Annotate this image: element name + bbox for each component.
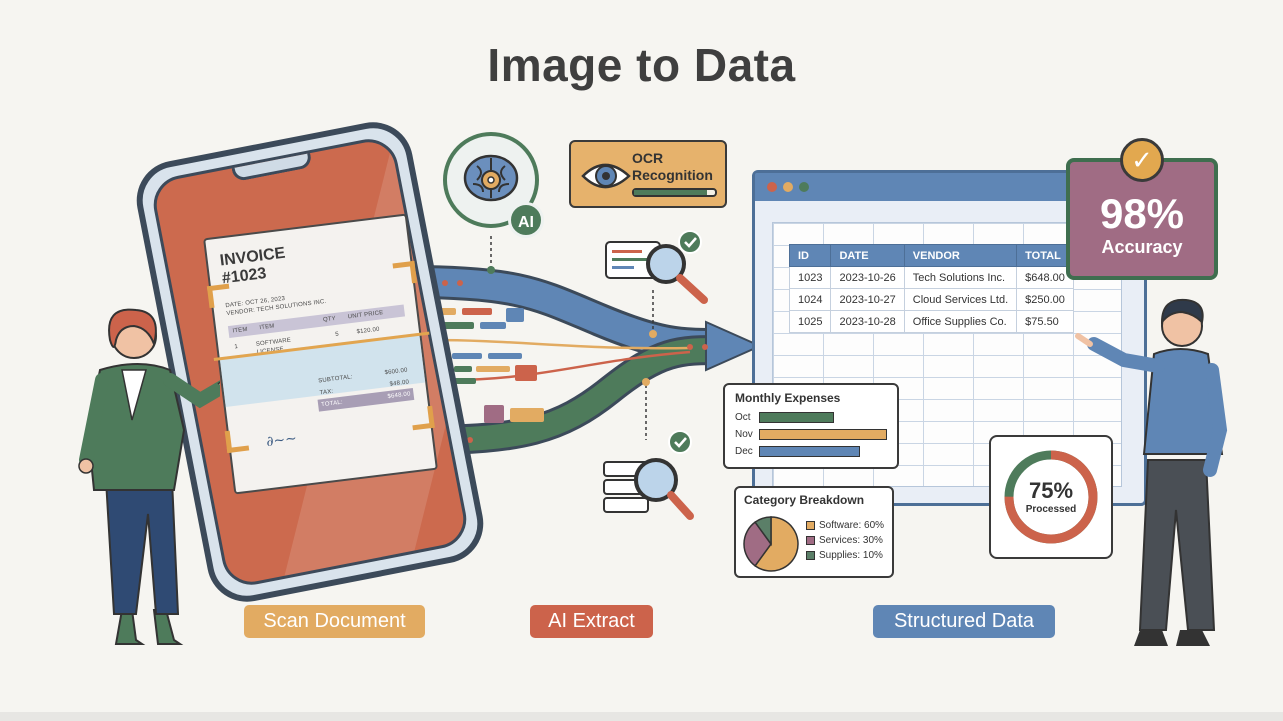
table-row[interactable]: 1024 2023-10-27 Cloud Services Ltd. $250… xyxy=(788,288,1074,311)
invoice-col: ITEM xyxy=(259,323,275,332)
table-cell[interactable]: $75.50 xyxy=(1016,310,1074,333)
table-cell[interactable]: Tech Solutions Inc. xyxy=(903,266,1018,289)
accuracy-value: 98% xyxy=(1099,190,1185,237)
signature-mark: ∂~~ xyxy=(265,430,298,451)
processed-progress-ring xyxy=(1004,450,1098,544)
tax-label: TAX: xyxy=(319,388,334,397)
legend-item: Services: 30% xyxy=(806,533,884,548)
month-bar xyxy=(758,429,887,440)
page-title: Image to Data xyxy=(487,39,796,91)
ocr-line-1: OCR xyxy=(632,150,664,166)
table-header-row: ID DATE VENDOR TOTAL xyxy=(788,244,1074,267)
table-cell[interactable]: 2023-10-26 xyxy=(830,266,905,289)
processed-label: Processed xyxy=(1025,504,1077,515)
total-value: $648.00 xyxy=(387,391,411,401)
month-label: Nov xyxy=(735,429,753,440)
invoice-col: UNIT PRICE xyxy=(347,310,384,321)
table-cell[interactable]: 2023-10-28 xyxy=(830,310,905,333)
column-header: ID xyxy=(788,244,832,267)
ocr-line-2: Recognition xyxy=(632,167,713,183)
man-illustration xyxy=(1075,298,1228,646)
extracted-data-table: ID DATE VENDOR TOTAL 1023 2023-10-26 Tec… xyxy=(788,244,1074,333)
scan-bracket xyxy=(410,405,435,431)
monthly-expenses-card: Monthly Expenses Oct Nov Dec xyxy=(723,383,899,469)
pie-slice xyxy=(743,521,772,567)
column-header: DATE xyxy=(830,244,905,267)
column-header: VENDOR xyxy=(903,244,1018,267)
checkmark-icon: ✓ xyxy=(1120,138,1164,182)
monthly-row: Nov xyxy=(735,426,887,443)
window-maximize-dot[interactable] xyxy=(799,182,809,192)
step-scan-document: Scan Document xyxy=(244,605,425,638)
table-row[interactable]: 1025 2023-10-28 Office Supplies Co. $75.… xyxy=(788,310,1074,333)
scan-bracket xyxy=(224,428,250,454)
tax-value: $48.00 xyxy=(389,379,410,388)
invoice-document: INVOICE #1023 DATE: OCT 26, 2023 VENDOR:… xyxy=(203,213,438,495)
window-close-dot[interactable] xyxy=(767,182,777,192)
category-breakdown-title: Category Breakdown xyxy=(744,493,865,507)
table-row[interactable]: 1023 2023-10-26 Tech Solutions Inc. $648… xyxy=(788,266,1074,289)
table-cell[interactable]: Office Supplies Co. xyxy=(903,310,1018,333)
legend-swatch xyxy=(806,551,815,560)
column-header: TOTAL xyxy=(1016,244,1074,267)
subtotal-value: $600.00 xyxy=(384,367,409,377)
table-cell[interactable]: Cloud Services Ltd. xyxy=(903,288,1018,311)
month-bar xyxy=(759,412,834,423)
window-minimize-dot[interactable] xyxy=(783,182,793,192)
monthly-row: Oct xyxy=(735,409,887,426)
ocr-label: OCR Recognition xyxy=(632,150,713,184)
ocr-progress-bar xyxy=(632,188,717,197)
monthly-row: Dec xyxy=(735,443,887,460)
pie-slice xyxy=(754,516,799,572)
scan-bracket xyxy=(392,260,418,286)
ai-label: AI xyxy=(508,202,544,238)
table-cell[interactable]: $250.00 xyxy=(1016,288,1074,311)
month-bar xyxy=(759,446,860,457)
processed-value: 75% xyxy=(1028,478,1074,503)
table-cell[interactable]: 1023 xyxy=(788,266,832,289)
invoice-col: ITEM xyxy=(232,326,249,335)
month-label: Oct xyxy=(735,412,751,423)
table-cell[interactable]: 2023-10-27 xyxy=(830,288,905,311)
eye-icon xyxy=(581,163,631,189)
brain-gear-icon xyxy=(443,132,539,228)
legend-swatch xyxy=(806,536,815,545)
woman-illustration xyxy=(78,308,220,645)
legend-item: Software: 60% xyxy=(806,518,884,533)
table-cell[interactable]: $648.00 xyxy=(1016,266,1074,289)
legend-label: Supplies: 10% xyxy=(819,550,883,561)
step-ai-extract: AI Extract xyxy=(530,605,653,638)
legend-swatch xyxy=(806,521,815,530)
monthly-expenses-title: Monthly Expenses xyxy=(735,391,841,405)
pie-slice xyxy=(754,516,772,547)
table-cell[interactable]: 1025 xyxy=(788,310,832,333)
magnifier-icon xyxy=(605,230,708,304)
ring-progress xyxy=(1004,450,1098,544)
legend-label: Services: 30% xyxy=(819,535,883,546)
invoice-col: QTY xyxy=(322,315,337,324)
footer-band xyxy=(0,712,1283,721)
magnifier-icon xyxy=(603,430,694,520)
legend-label: Software: 60% xyxy=(819,520,885,531)
legend-item: Supplies: 10% xyxy=(806,548,884,563)
category-legend: Software: 60% Services: 30% Supplies: 10… xyxy=(806,518,884,563)
total-label: TOTAL: xyxy=(320,399,344,409)
step-structured-data: Structured Data xyxy=(873,605,1055,638)
ocr-progress-fill xyxy=(634,190,707,195)
accuracy-label: Accuracy xyxy=(1101,237,1183,257)
category-pie-chart xyxy=(743,516,799,572)
month-label: Dec xyxy=(735,446,753,457)
phone-notch xyxy=(231,151,313,183)
table-cell[interactable]: 1024 xyxy=(788,288,832,311)
